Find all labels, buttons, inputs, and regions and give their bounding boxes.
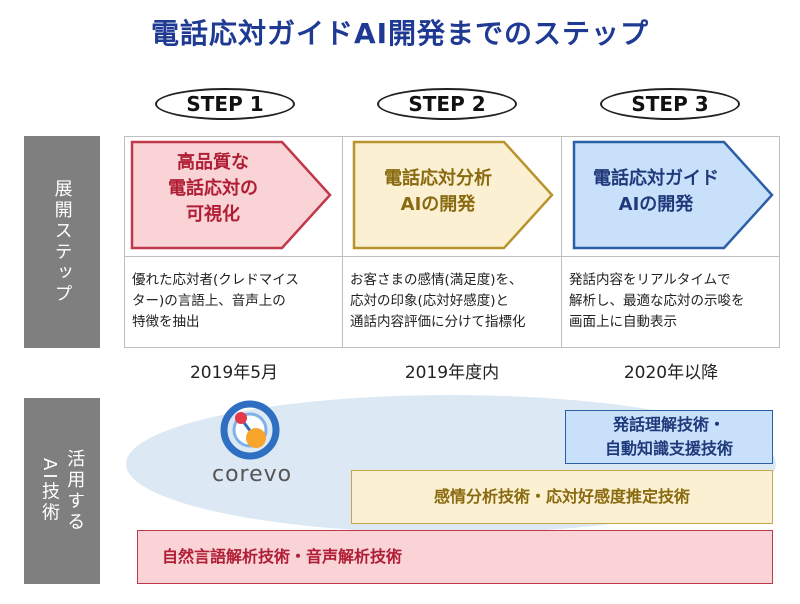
step-3-description: 発話内容をリアルタイムで 解析し、最適な応対の示唆を 画面上に自動表示 [569,270,779,333]
step-1-arrow-text: 高品質な 電話応対の 可視化 [138,150,288,228]
side-label-stages: 展開ステップ [24,136,100,348]
step-1-arrow-line-1: 高品質な [177,152,249,173]
step-2-description: お客さまの感情(満足度)を、 応対の印象(応対好感度)と 通話内容評価に分けて指… [350,270,560,333]
step-1-date: 2019年5月 [189,363,279,383]
step-2-desc-line-3: 通話内容評価に分けて指標化 [350,313,526,330]
step-2-arrow-shape [352,140,554,250]
step-1-description: 優れた応対者(クレドマイス ター)の言語上、音声上の 特徴を抽出 [132,270,342,333]
step-1-desc-line-1: 優れた応対者(クレドマイス [132,272,299,288]
step-3-arrow-line-2: AIの開発 [618,194,694,216]
corevo-logo-text: corevo [212,462,293,487]
step-2-desc-line-2: 応対の印象(応対好感度)と [350,292,510,309]
step-2-arrow [352,140,554,250]
corevo-ring-outer [220,400,280,460]
stage-divider-1 [342,136,343,348]
corevo-molecule-icon [220,400,280,460]
step-3-date: 2020年以降 [623,363,719,383]
step-3-label: STEP 3 [600,88,740,120]
tech-nlp-voice: 自然言語解析技術・音声解析技術 [137,530,773,584]
step-2-arrow-text: 電話応対分析 AIの開発 [358,166,518,218]
step-2-date: 2019年度内 [404,363,500,383]
corevo-atom-small [235,412,247,424]
step-1-arrow-line-2: 電話応対の [168,178,258,200]
step-2-arrow-line-2: AIの開発 [400,194,476,216]
page-title: 電話応対ガイドAI開発までのステップ [150,17,650,50]
corevo-atom-large [246,428,266,448]
side-label-stages-text: 展開ステップ [51,179,73,305]
side-label-tech-line1: 活用する [64,449,86,533]
step-3-desc-line-1: 発話内容をリアルタイムで [569,272,731,288]
step-3-desc-line-3: 画面上に自動表示 [569,313,677,330]
step-2-arrow-line-1: 電話応対分析 [384,168,492,189]
step-2-desc-line-1: お客さまの感情(満足度)を、 [350,272,523,288]
step-3-arrow [572,140,774,250]
step-3-arrow-line-1: 電話応対ガイド [593,168,719,189]
tech-speech-line-1: 発話理解技術・ [612,415,725,434]
tech-speech-line-2: 自動知識支援技術 [604,439,733,458]
side-label-tech: 活用する AI技術 [24,398,100,584]
step-1-arrow [130,140,332,250]
stage-divider-2 [561,136,562,348]
step-1-arrow-shape [130,140,332,250]
step-3-desc-line-2: 解析し、最適な応対の示唆を [569,292,745,309]
tech-emotion-analysis: 感情分析技術・応対好感度推定技術 [351,470,773,524]
side-label-tech-line2: AI技術 [39,458,60,524]
step-3-arrow-text: 電話応対ガイド AIの開発 [576,166,736,218]
stage-divider-row [124,256,780,257]
step-1-desc-line-3: 特徴を抽出 [132,313,200,330]
tech-speech-understanding: 発話理解技術・ 自動知識支援技術 [565,410,773,464]
step-1-label: STEP 1 [155,88,295,120]
step-3-arrow-shape [572,140,774,250]
step-1-desc-line-2: ター)の言語上、音声上の [132,292,286,309]
step-2-label: STEP 2 [377,88,517,120]
step-1-arrow-line-3: 可視化 [186,204,240,226]
